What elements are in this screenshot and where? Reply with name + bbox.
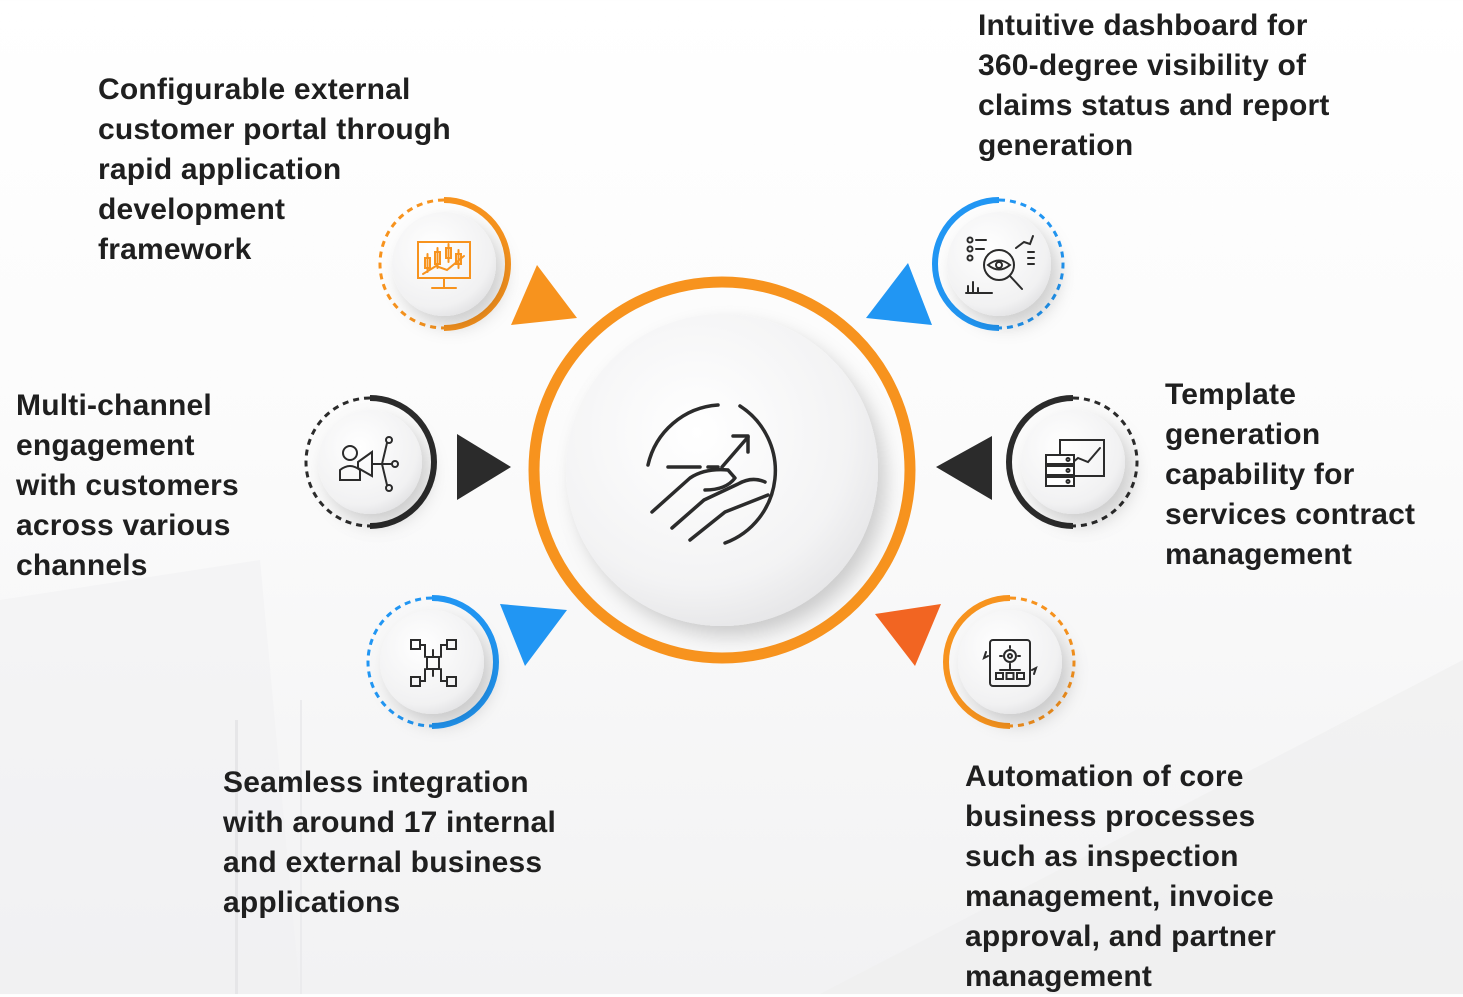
arrow-portal xyxy=(511,265,577,325)
feature-dashboard-text: Intuitive dashboard for 360-degree visib… xyxy=(978,9,1330,162)
node-dashboard xyxy=(932,197,1065,331)
person-megaphone-network-icon xyxy=(339,436,399,492)
feature-automation-text: Automation of core business processes su… xyxy=(965,760,1276,993)
gear-flowchart-cycle-icon xyxy=(982,639,1038,687)
analytics-eye-magnifier-icon xyxy=(965,235,1035,294)
feature-multichannel-text: Multi-channel engagement with customers … xyxy=(16,389,239,582)
arrow-template xyxy=(936,436,992,500)
arrow-automation xyxy=(875,604,941,666)
node-integration xyxy=(366,595,499,729)
arrow-dashboard xyxy=(866,263,932,325)
feature-portal-text: Configurable external customer portal th… xyxy=(98,73,451,266)
node-multichannel xyxy=(304,395,437,529)
arrow-integration xyxy=(500,604,567,666)
node-portal xyxy=(378,197,511,331)
arrow-multichannel xyxy=(457,434,511,500)
feature-template-text: Template generation capability for servi… xyxy=(1165,378,1416,571)
circuit-chip-network-icon xyxy=(410,639,457,687)
hand-growth-arrow-icon xyxy=(646,403,778,545)
server-document-chart-icon xyxy=(1045,439,1105,487)
center-hub xyxy=(528,276,916,664)
node-template xyxy=(1006,395,1139,529)
monitor-candlestick-chart-icon xyxy=(417,241,471,289)
feature-integration-text: Seamless integration with around 17 inte… xyxy=(223,766,556,919)
node-automation xyxy=(943,595,1076,729)
